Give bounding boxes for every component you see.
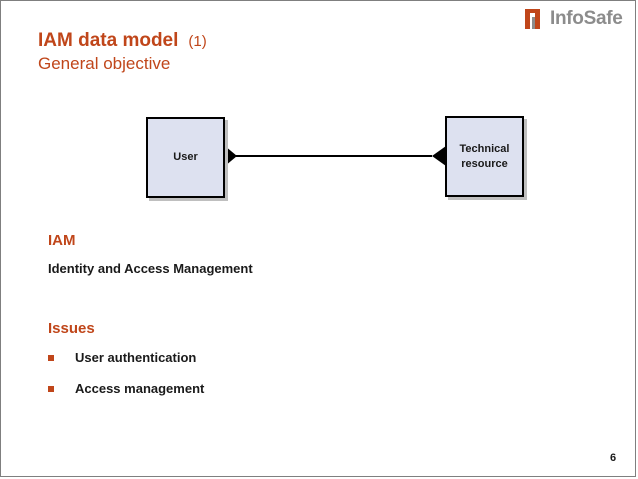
entity-technical-resource-line2: resource	[461, 157, 508, 170]
entity-technical-resource: Technical resource	[445, 116, 524, 197]
title-block: IAM data model (1) General objective	[38, 30, 207, 74]
entity-user: User	[146, 117, 225, 198]
page-subtitle: General objective	[38, 54, 171, 73]
issue-item-label: Access management	[75, 381, 205, 396]
issues-heading: Issues	[48, 320, 95, 337]
list-item: Access management	[48, 381, 204, 396]
iam-section: IAM Identity and Access Management	[48, 232, 253, 276]
infosafe-logo: InfoSafe	[524, 6, 624, 34]
bullet-square-icon	[48, 354, 54, 361]
page-number: 6	[610, 452, 617, 464]
title-main: IAM data model	[38, 30, 179, 51]
issues-section: Issues	[48, 320, 95, 337]
entity-technical-resource-line1: Technical	[459, 142, 510, 155]
infosafe-logo-icon	[525, 9, 540, 29]
entity-user-label: User	[173, 151, 198, 164]
entity-technical-resource-label: Technical resource	[460, 142, 510, 172]
page-title: IAM data model (1)	[38, 30, 207, 52]
title-number: (1)	[188, 33, 207, 50]
infosafe-logo-text: InfoSafe	[550, 8, 623, 29]
iam-definition: Identity and Access Management	[48, 261, 253, 276]
bullet-square-icon	[48, 385, 54, 392]
issue-item-label: User authentication	[75, 350, 197, 365]
iam-heading: IAM	[48, 232, 76, 249]
list-item: User authentication	[48, 350, 196, 365]
